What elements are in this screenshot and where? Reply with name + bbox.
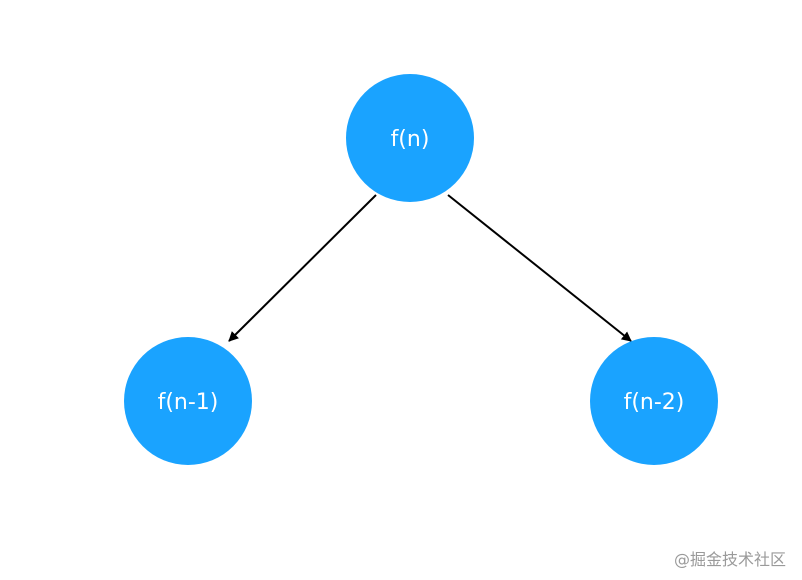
node-left: f(n-1) bbox=[124, 337, 252, 465]
node-root-label: f(n) bbox=[391, 127, 430, 152]
node-right-label: f(n-2) bbox=[624, 390, 685, 415]
edge-root-to-left bbox=[228, 194, 377, 342]
node-right: f(n-2) bbox=[590, 337, 718, 465]
node-left-label: f(n-1) bbox=[158, 390, 219, 415]
node-root: f(n) bbox=[346, 74, 474, 202]
edge-root-to-right bbox=[447, 194, 632, 342]
watermark: @掘金技术社区 bbox=[673, 550, 786, 569]
